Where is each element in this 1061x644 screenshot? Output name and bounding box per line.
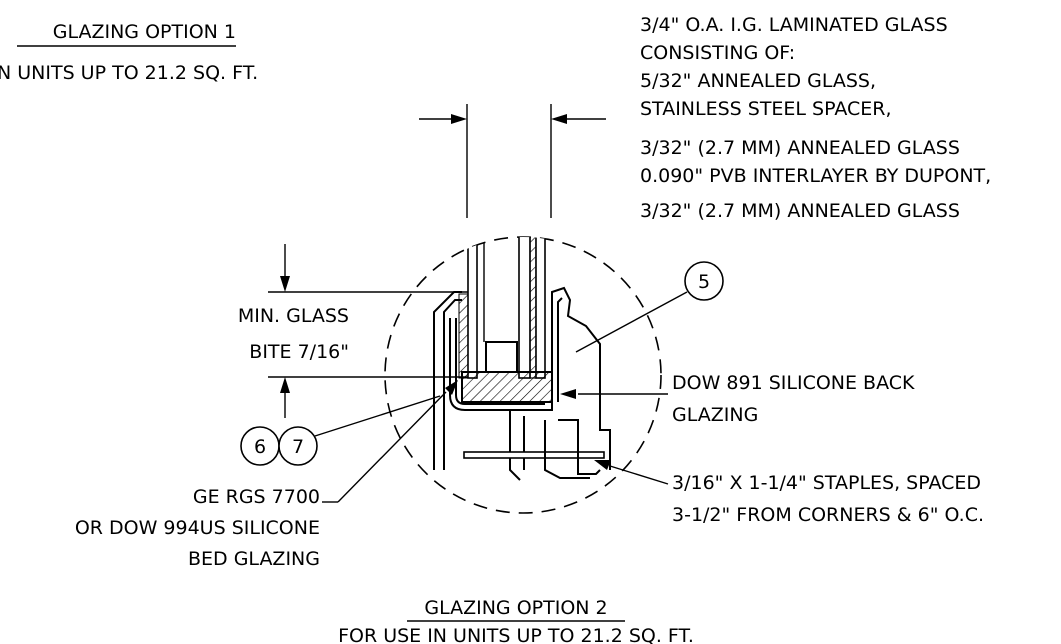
frame-section [433,237,611,481]
glass-width-dimension [419,104,606,218]
glass-spec-line-2: CONSISTING OF: [640,42,795,64]
callout-7-number: 7 [292,436,304,458]
glass-specification: 3/4" O.A. I.G. LAMINATED GLASS CONSISTIN… [640,14,991,222]
spacer-block [485,341,518,373]
inner-glass-pane-a [518,237,531,379]
back-glazing-label-line-2: GLAZING [672,404,758,426]
callout-5-number: 5 [698,271,710,293]
glass-bite-label-line-2: BITE 7/16" [249,341,349,363]
staples-label-line-2: 3-1/2" FROM CORNERS & 6" O.C. [672,504,984,526]
callout-7-bubble [278,426,318,466]
callout-5-leader [575,291,688,353]
stop-lower-leg [558,419,601,475]
bed-glazing-bead [458,293,469,379]
bed-glazing-label-line-1: GE RGS 7700 [193,486,320,508]
glazing-option-2-title: GLAZING OPTION 2 [424,597,607,619]
frame-glazing-pocket [449,318,553,411]
glazing-option-1-subtitle: N UNITS UP TO 21.2 SQ. FT. [0,62,258,84]
glazing-option-2-subtitle: FOR USE IN UNITS UP TO 21.2 SQ. FT. [338,625,694,644]
bed-glazing-label-line-3: BED GLAZING [188,548,320,570]
glass-spec-line-6: 0.090" PVB INTERLAYER BY DUPONT, [640,165,991,187]
glazing-option-1-title: GLAZING OPTION 1 [53,21,236,43]
outer-glass-pane [467,237,478,379]
callout-5-bubble [684,261,724,301]
pvb-interlayer [529,237,537,379]
callout-6-7-leader [314,395,441,437]
glass-spec-line-3: 5/32" ANNEALED GLASS, [640,70,876,92]
staples-leader [594,460,669,485]
glass-spec-line-5: 3/32" (2.7 MM) ANNEALED GLASS [640,137,960,159]
bed-glazing-label-line-2: OR DOW 994US SILICONE [75,517,320,539]
inner-glass-pane-b [535,237,546,379]
glass-bite-dimension [268,244,470,418]
frame-lower-web [509,410,521,481]
glass-spec-line-7: 3/32" (2.7 MM) ANNEALED GLASS [640,200,960,222]
frame-outer-wall-inner [443,299,462,470]
glazing-stop [551,286,611,470]
back-glazing-leader [560,389,668,399]
glass-spec-line-1: 3/4" O.A. I.G. LAMINATED GLASS [640,14,948,36]
glass-spec-line-4: STAINLESS STEEL SPACER, [640,98,892,120]
frame-outer-wall [433,291,462,470]
back-glazing-label-line-1: DOW 891 SILICONE BACK [672,372,915,394]
callout-6-number: 6 [254,436,266,458]
glass-bite-label-line-1: MIN. GLASS [238,305,349,327]
staples-label-line-1: 3/16" X 1-1/4" STAPLES, SPACED [672,472,981,494]
staple [463,451,605,459]
bed-glazing-leader [322,380,458,503]
setting-block [461,371,553,403]
